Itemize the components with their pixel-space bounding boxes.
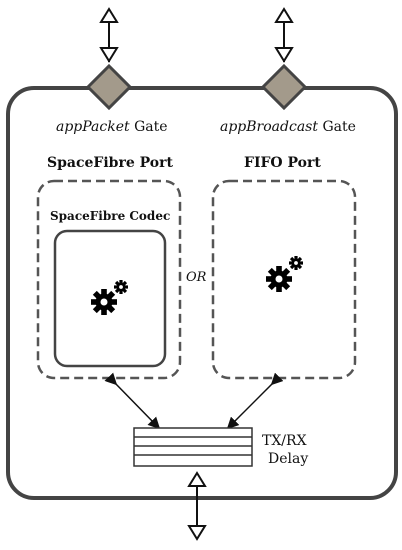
- app-packet-gate-suffix: Gate: [134, 119, 168, 135]
- txrx-delay-buffer: [133, 427, 253, 467]
- fifo-port-box: [211, 179, 357, 380]
- fifo-to-delay-arrow: [226, 372, 284, 430]
- fifo-port-title: FIFO Port: [244, 155, 321, 171]
- spacefibre-port-title: SpaceFibre Port: [47, 155, 173, 171]
- app-packet-gate-name: appPacket: [56, 119, 130, 135]
- or-label: OR: [186, 270, 207, 285]
- app-packet-gate-label: appPacket Gate: [56, 120, 168, 134]
- codec-gear-icon: [91, 280, 128, 315]
- app-packet-external-arrow-icon: [99, 7, 119, 63]
- app-broadcast-external-arrow-icon: [274, 7, 294, 63]
- app-broadcast-gate-suffix: Gate: [322, 119, 356, 135]
- delay-label-line2: Delay: [268, 451, 309, 467]
- app-packet-gate-diamond-icon: [85, 63, 133, 111]
- delay-label-line1: TX/RX: [262, 433, 307, 449]
- app-broadcast-gate-label: appBroadcast Gate: [220, 120, 356, 134]
- app-broadcast-gate-diamond-icon: [260, 63, 308, 111]
- bottom-external-arrow-icon: [187, 471, 207, 541]
- spacefibre-codec-title: SpaceFibre Codec: [50, 209, 171, 223]
- app-broadcast-gate-name: appBroadcast: [220, 119, 318, 135]
- fifo-gear-icon: [266, 256, 303, 292]
- spacefibre-to-delay-arrow: [104, 372, 161, 430]
